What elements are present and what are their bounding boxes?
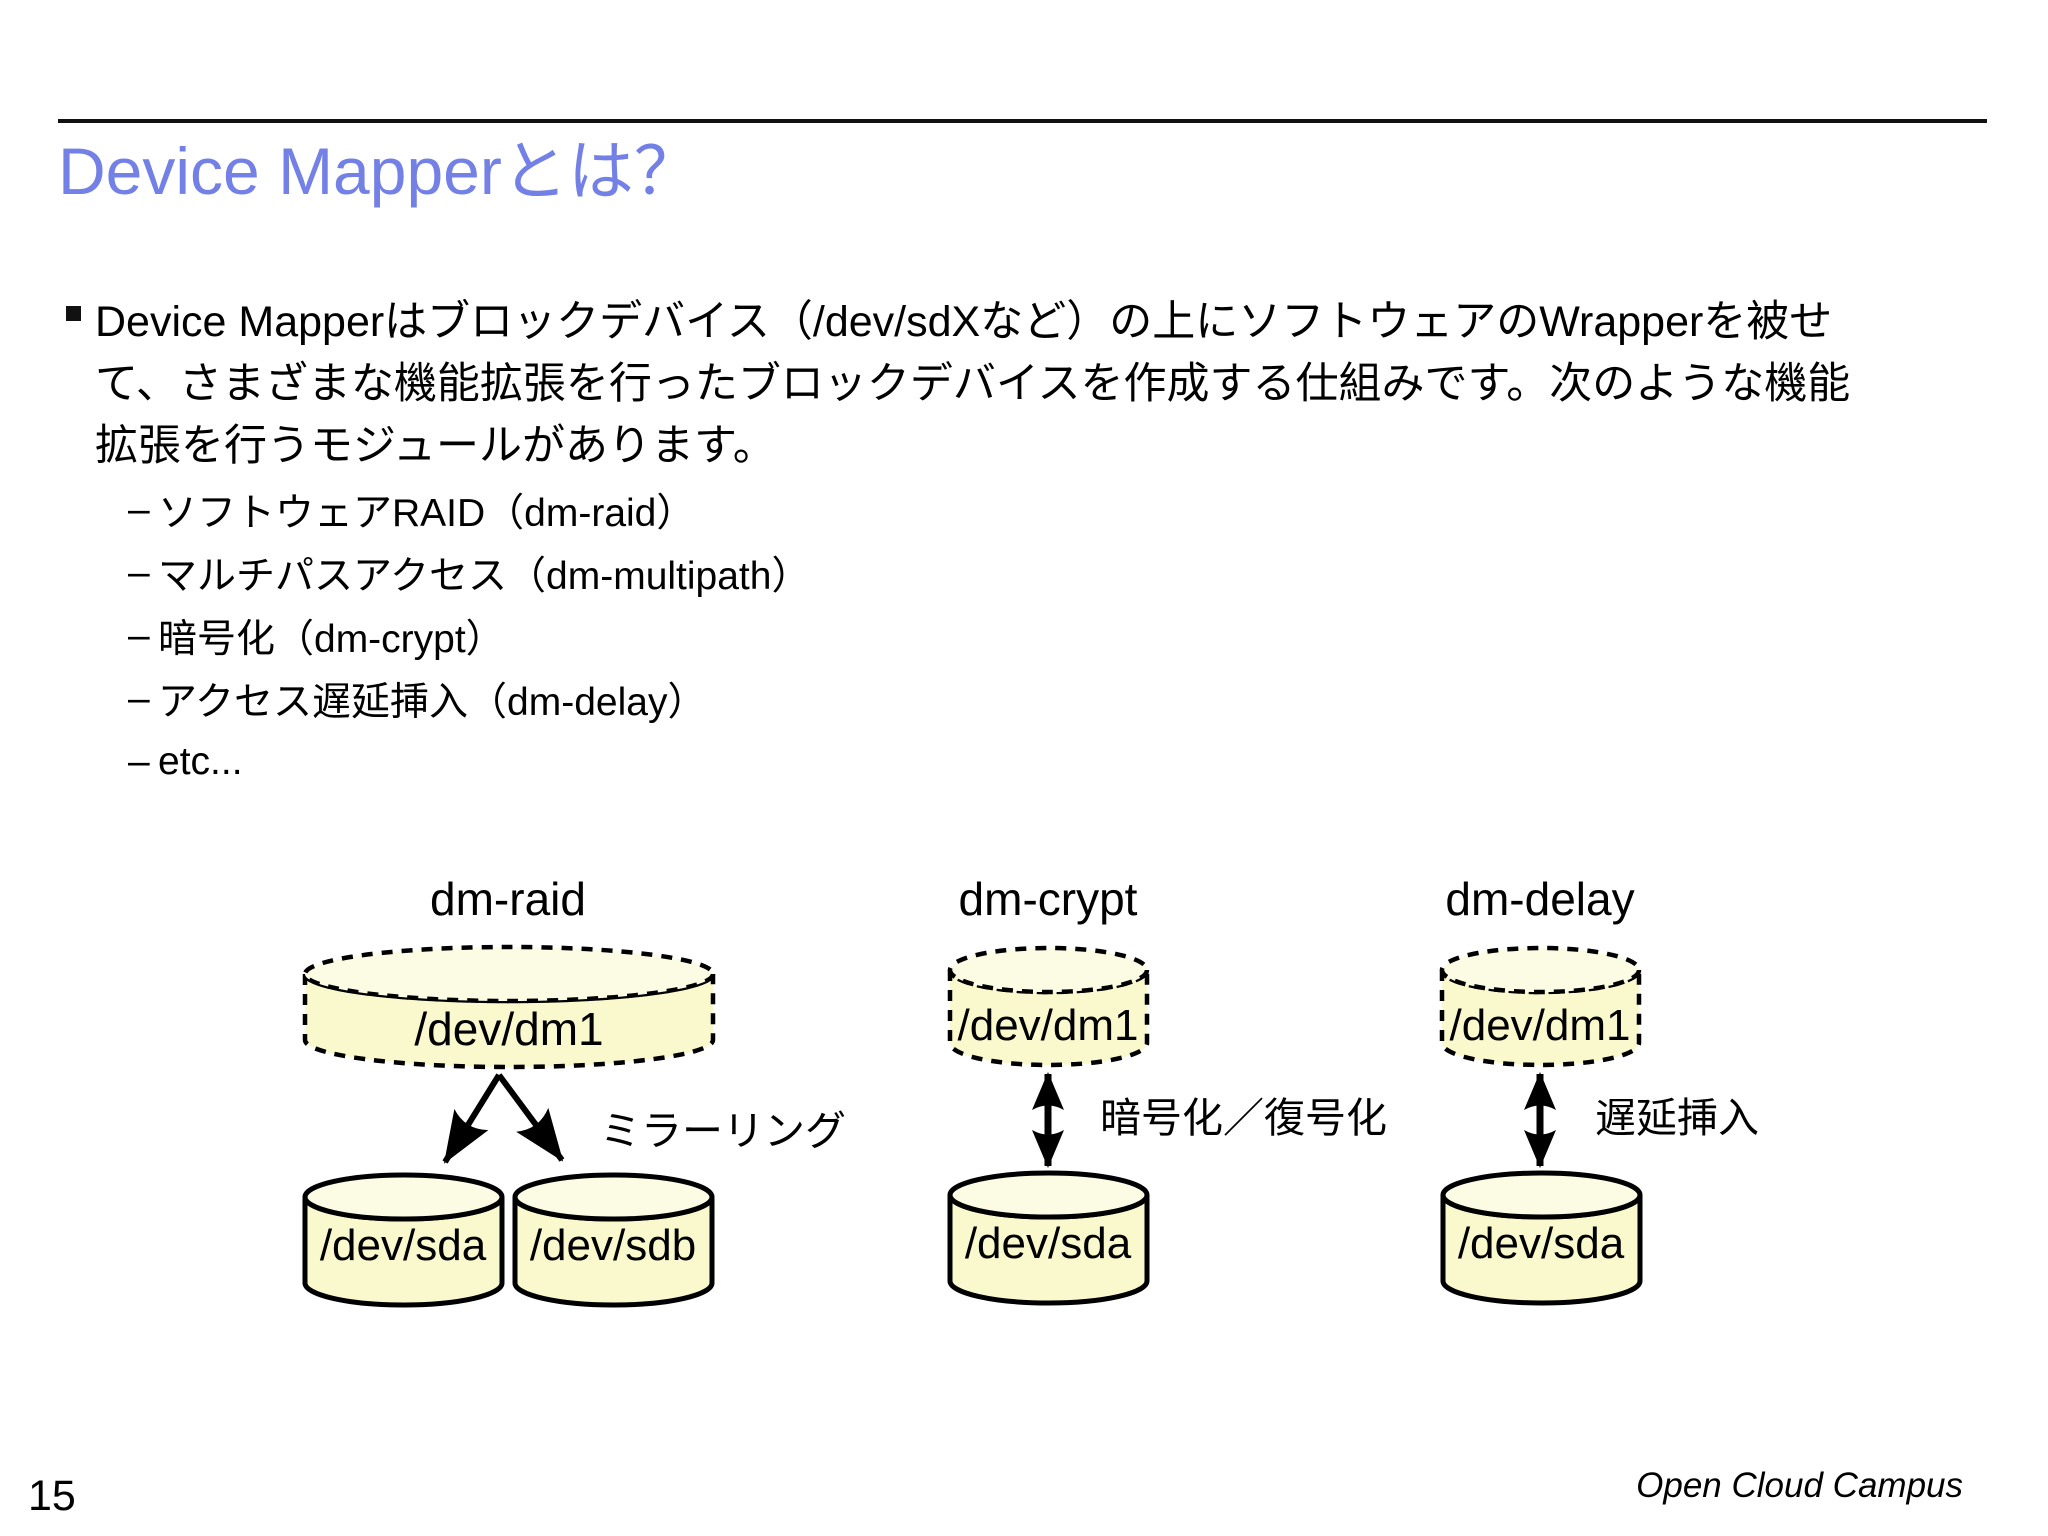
cylinder-dm1-raid: /dev/dm1: [302, 944, 716, 1070]
cylinder-dm1-crypt: /dev/dm1: [947, 945, 1150, 1068]
device-label-sda: /dev/sda: [965, 1219, 1132, 1268]
cylinder-sda-crypt: /dev/sda: [947, 1170, 1150, 1306]
arrow-to-sdb: [496, 1073, 565, 1162]
list-item-label: ソフトウェアRAID（dm-raid）: [158, 491, 696, 535]
column-title-dm-delay: dm-delay: [1445, 873, 1634, 925]
device-label-dm1: /dev/dm1: [1450, 1001, 1631, 1050]
paragraph-line: て、さまざまな機能拡張を行ったブロックデバイスを作成する仕組みです。次のような機…: [95, 360, 1851, 408]
device-label-dm1: /dev/dm1: [958, 1001, 1139, 1050]
dash-marker: –: [128, 739, 150, 783]
diagram-column-dm-delay: dm-delay /dev/dm1 遅延挿入 /dev/sda: [1439, 873, 1759, 1306]
paragraph-line: Device Mapperはブロックデバイス（/dev/sdXなど）の上にソフト…: [95, 298, 1833, 346]
list-item-label: アクセス遅延挿入（dm-delay）: [158, 680, 707, 724]
column-title-dm-crypt: dm-crypt: [959, 873, 1138, 925]
cylinder-sda-raid: /dev/sda: [302, 1172, 505, 1308]
dash-marker: –: [128, 676, 150, 720]
arrow-label-encrypt-decrypt: 暗号化／復号化: [1100, 1095, 1387, 1141]
cylinder-sda-delay: /dev/sda: [1440, 1170, 1643, 1306]
page-title: Device Mapperとは？: [58, 134, 700, 208]
dash-marker: –: [128, 613, 150, 657]
cylinder-top: [947, 945, 1150, 995]
device-label-sda: /dev/sda: [320, 1221, 487, 1270]
list-item-dm-multipath: – マルチパスアクセス（dm-multipath）: [128, 541, 810, 604]
bullet-square-marker: [66, 306, 81, 321]
cylinder-top: [1440, 1170, 1643, 1220]
arrow-to-sda: [442, 1073, 502, 1164]
footer-brand: Open Cloud Campus: [1636, 1466, 1963, 1505]
main-paragraph: Device Mapperはブロックデバイス（/dev/sdXなど）の上にソフト…: [95, 291, 1850, 477]
arrow-label-delay-insert: 遅延挿入: [1595, 1095, 1759, 1141]
list-item-etc: – etc...: [128, 730, 810, 793]
arrow-label-mirroring: ミラーリング: [600, 1108, 846, 1154]
list-item-dm-delay: – アクセス遅延挿入（dm-delay）: [128, 667, 810, 730]
device-label-dm1: /dev/dm1: [414, 1003, 603, 1055]
page-number: 15: [28, 1472, 76, 1520]
cylinder-top: [302, 944, 716, 1004]
cylinder-top: [1439, 945, 1642, 995]
dash-marker: –: [128, 487, 150, 531]
cylinder-top: [512, 1172, 715, 1222]
cylinder-dm1-delay: /dev/dm1: [1439, 945, 1642, 1068]
diagram-column-dm-raid: dm-raid /dev/dm1 ミラーリング /dev/sda /dev/sd…: [302, 873, 846, 1308]
column-title-dm-raid: dm-raid: [430, 873, 586, 925]
diagram-column-dm-crypt: dm-crypt /dev/dm1 暗号化／復号化 /dev/sda: [947, 873, 1387, 1306]
paragraph-line: 拡張を行うモジュールがあります。: [95, 422, 776, 470]
list-item-label: 暗号化（dm-crypt）: [158, 617, 505, 661]
list-item-label: etc...: [158, 739, 243, 783]
device-mapper-diagram: dm-raid /dev/dm1 ミラーリング /dev/sda /dev/sd…: [302, 873, 1759, 1308]
device-label-sdb: /dev/sdb: [530, 1221, 696, 1270]
cylinder-sdb-raid: /dev/sdb: [512, 1172, 715, 1308]
list-item-dm-crypt: – 暗号化（dm-crypt）: [128, 604, 810, 667]
title-divider-rule: [58, 119, 1987, 123]
cylinder-top: [947, 1170, 1150, 1220]
list-item-label: マルチパスアクセス（dm-multipath）: [158, 554, 811, 598]
list-item-dm-raid: – ソフトウェアRAID（dm-raid）: [128, 478, 810, 541]
cylinder-top: [302, 1172, 505, 1222]
module-list: – ソフトウェアRAID（dm-raid） – マルチパスアクセス（dm-mul…: [128, 478, 810, 793]
device-label-sda: /dev/sda: [1458, 1219, 1625, 1268]
dash-marker: –: [128, 550, 150, 594]
